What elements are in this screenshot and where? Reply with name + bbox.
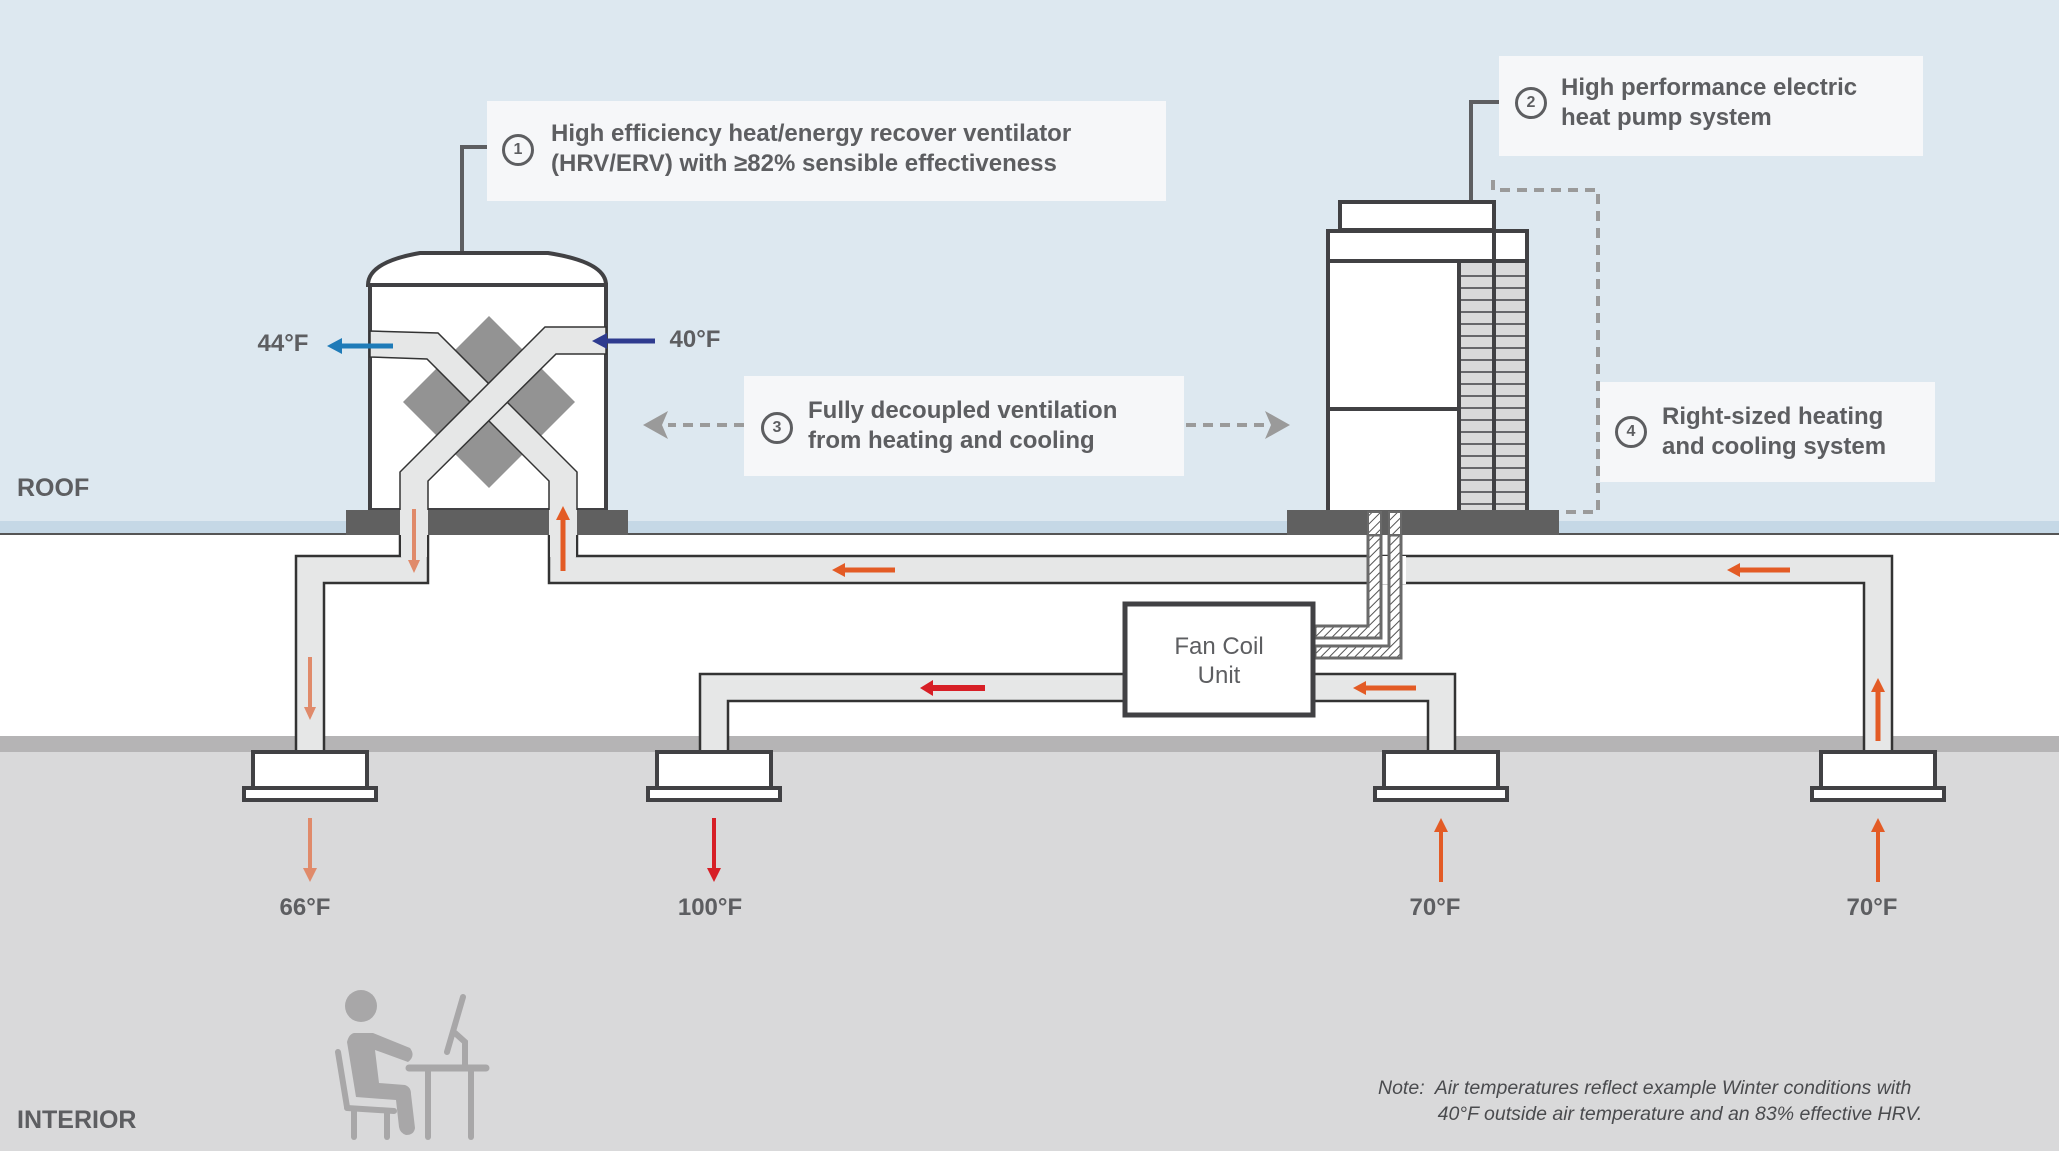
outside-air-arrow	[592, 333, 655, 349]
flow-arrow	[304, 657, 316, 720]
ventilation-supply-duct	[294, 535, 430, 754]
room-air-arrow-up	[1434, 818, 1448, 882]
hrv-unit	[346, 251, 628, 541]
person-at-desk-icon	[335, 990, 490, 1140]
exhaust-air-temp: 44°F	[257, 330, 309, 357]
outside-air-temp: 40°F	[669, 326, 721, 353]
ductwork	[294, 535, 1894, 754]
callout-2: 2 High performance electric heat pump sy…	[1499, 56, 1923, 156]
diffuser-temp-70-a: 70°F	[1409, 894, 1461, 921]
decoupled-arrow-left	[643, 411, 744, 439]
flow-arrow	[832, 563, 895, 577]
callout-4-bracket	[1491, 180, 1600, 514]
heat-pump-coil-fins	[1461, 275, 1525, 505]
callout-1: 1 High efficiency heat/energy recover ve…	[487, 101, 1166, 201]
callout-2-number-badge: 2	[1515, 87, 1547, 119]
diffuser-ventilation-supply	[242, 750, 378, 802]
flow-arrow	[1353, 681, 1416, 695]
callout-3-text: Fully decoupled ventilation from heating…	[808, 397, 1118, 454]
diffuser-hrv-return	[1810, 750, 1946, 802]
diffuser-temp-66: 66°F	[279, 894, 331, 921]
callout-2-text: High performance electric heat pump syst…	[1561, 74, 1858, 131]
room-air-arrow-down	[303, 818, 317, 882]
fan-coil-label: Fan Coil Unit	[1174, 633, 1264, 689]
callout-1-text: High efficiency heat/energy recover vent…	[551, 120, 1072, 177]
decoupled-arrow-right	[1186, 411, 1290, 439]
callout-1-number-badge: 1	[502, 134, 534, 166]
diffuser-temp-100: 100°F	[677, 894, 743, 921]
callout-1-leader	[460, 145, 487, 265]
roof-label: ROOF	[17, 474, 90, 502]
interior-label: INTERIOR	[17, 1106, 137, 1134]
fan-coil-unit	[1122, 601, 1316, 718]
callout-3: 3 Fully decoupled ventilation from heati…	[744, 376, 1184, 476]
footnote: Note: Air temperatures reflect example W…	[1378, 1077, 1923, 1125]
flow-arrow	[1871, 678, 1885, 741]
flow-arrow	[556, 506, 570, 571]
refrigerant-lines	[1313, 533, 1403, 660]
diffuser-fan-coil-return	[1373, 750, 1509, 802]
heating-supply-duct	[698, 672, 1123, 754]
callout-4-text: Right-sized heating and cooling system	[1662, 403, 1887, 460]
flow-arrow	[1727, 563, 1790, 577]
room-air-arrow-up	[1871, 818, 1885, 882]
callout-2-leader	[1469, 100, 1499, 218]
exhaust-air-arrow	[327, 338, 393, 354]
flow-arrow	[408, 509, 420, 573]
diffuser-heating-supply	[646, 750, 782, 802]
callout-3-number-badge: 3	[761, 412, 793, 444]
callout-4: 4 Right-sized heating and cooling system	[1600, 382, 1935, 482]
diffusers	[242, 750, 1946, 882]
ceiling-band	[0, 736, 2059, 752]
room-air-arrow-down	[707, 818, 721, 882]
heat-pump-unit	[1287, 200, 1559, 535]
diffuser-temp-70-b: 70°F	[1846, 894, 1898, 921]
callout-4-number-badge: 4	[1615, 416, 1647, 448]
flow-arrow	[920, 680, 985, 696]
duct-flow-arrows	[304, 506, 1885, 741]
